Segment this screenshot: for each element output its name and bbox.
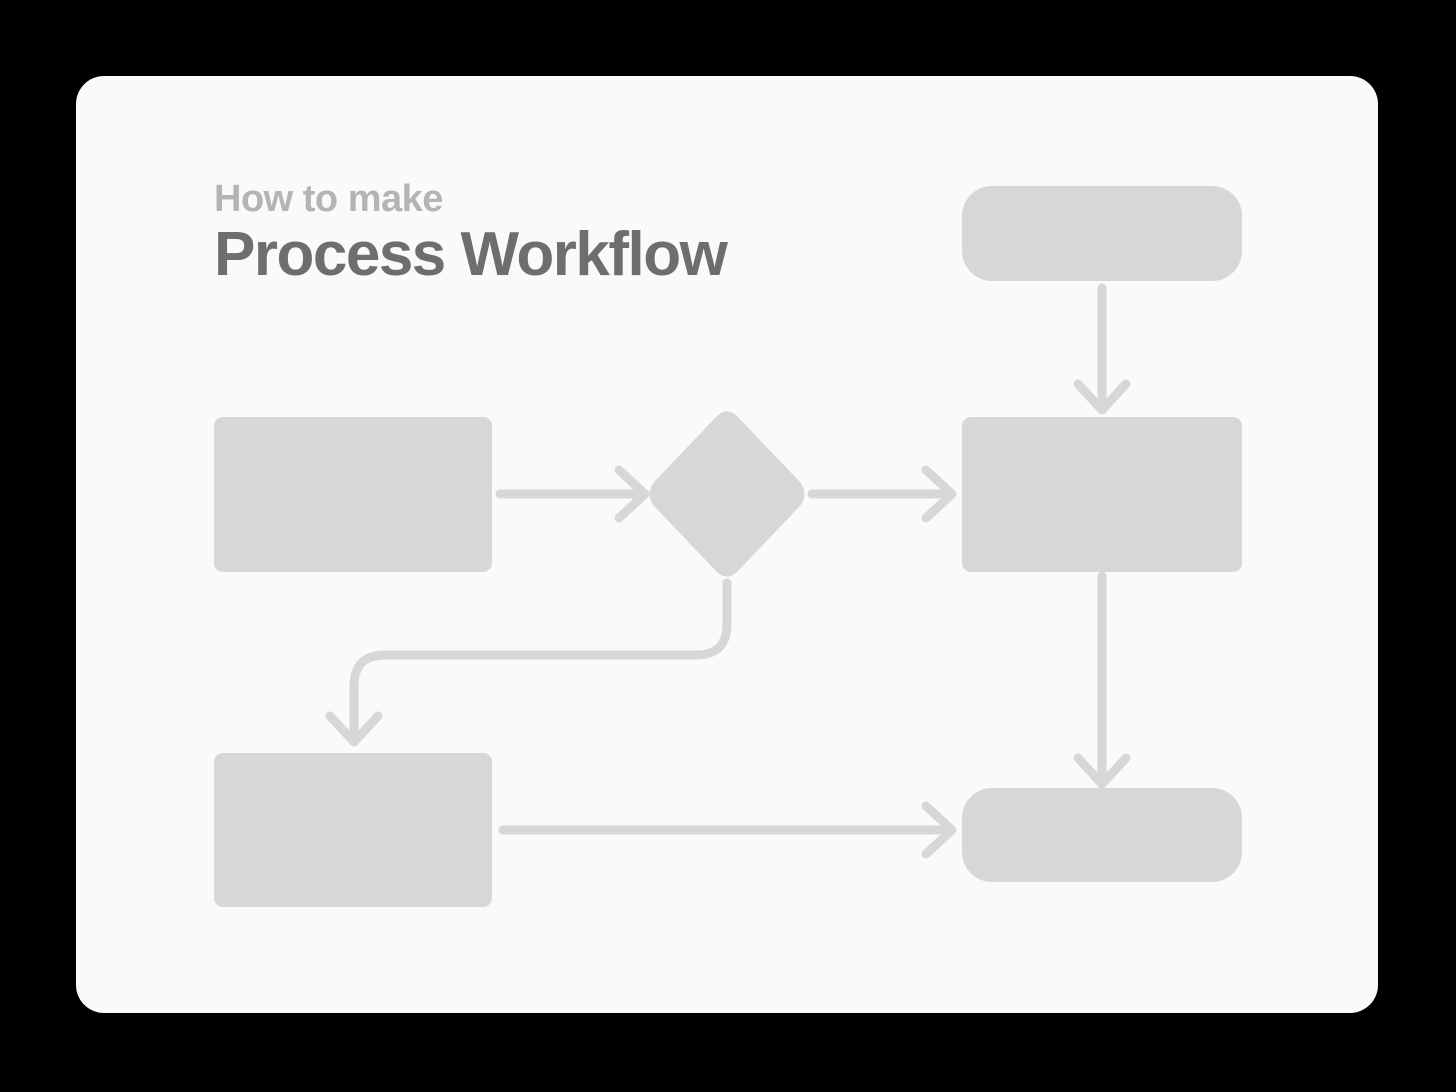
arrowhead-down-icon [1073, 753, 1131, 789]
node-main-process[interactable] [962, 417, 1242, 572]
connector-start-to-main [1073, 283, 1131, 415]
heading-eyebrow: How to make [214, 178, 443, 220]
heading-block: How to make Process Workflow [214, 178, 728, 289]
node-alternate-process[interactable] [214, 753, 492, 907]
page-title: Process Workflow [214, 220, 728, 289]
connector-curve [349, 578, 732, 747]
process-flowchart [214, 186, 1242, 907]
arrowhead-right-icon [921, 465, 957, 523]
node-start-terminator[interactable] [962, 186, 1242, 281]
connector-decision-to-alternate [325, 578, 732, 747]
node-end-terminator[interactable] [962, 788, 1242, 882]
arrowhead-right-icon [921, 801, 957, 859]
node-decision-diamond[interactable] [649, 411, 805, 577]
diagram-card: How to make Process Workflow [76, 76, 1378, 1013]
connector-decision-to-main [807, 465, 957, 523]
arrowhead-down-icon [325, 711, 383, 747]
node-input-process[interactable] [214, 417, 492, 572]
arrowhead-right-icon [614, 465, 650, 523]
arrowhead-down-icon [1073, 379, 1131, 415]
connector-main-to-end [1073, 571, 1131, 789]
connector-input-to-decision [495, 465, 650, 523]
node-layer [214, 186, 1242, 907]
connector-alternate-to-end [498, 801, 957, 859]
connector-layer [325, 283, 1131, 859]
